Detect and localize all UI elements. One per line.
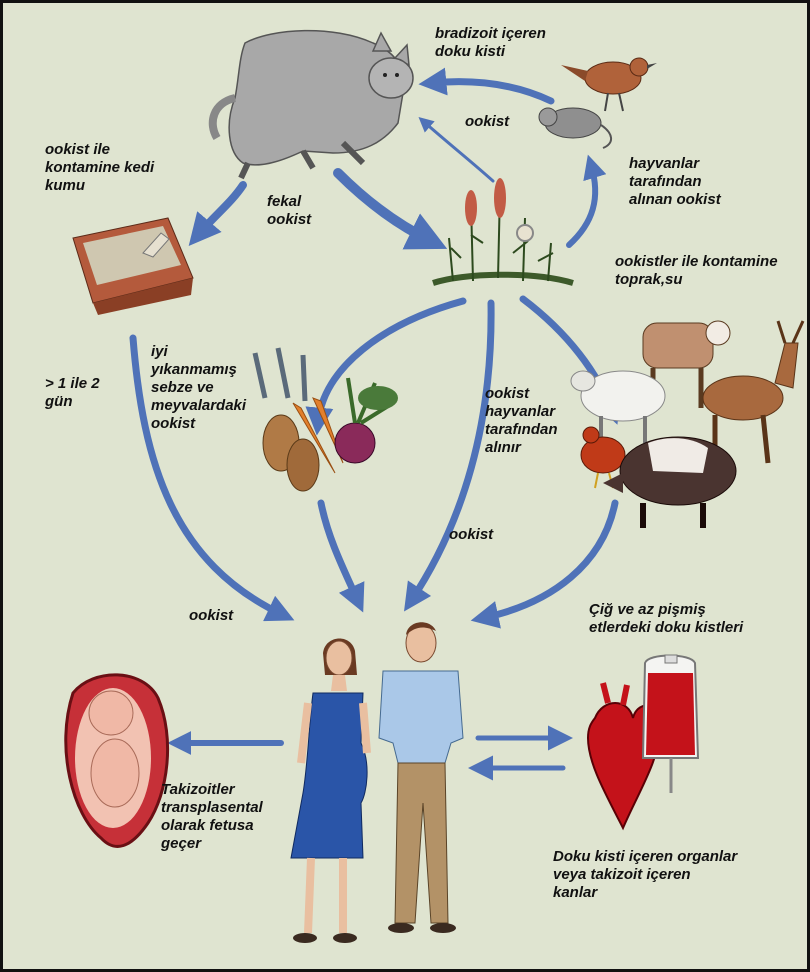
mouse-icon: [539, 108, 611, 148]
arrow-veg-to-human: [321, 503, 358, 601]
label-ookist-left: ookist: [189, 607, 233, 625]
arrow-to-cat-from-bird: [431, 82, 551, 101]
label-gun: > 1 ile 2 gün: [45, 375, 100, 411]
arrow-cat-to-plant: [338, 173, 431, 241]
plant-icon: [433, 178, 573, 283]
label-hayvan-ookist: hayvanlar tarafından alınan ookist: [629, 155, 721, 209]
blood-bag-icon: [643, 655, 698, 793]
label-takizoit-fetus: Takizoitler transplasental olarak fetusa…: [161, 781, 263, 853]
label-bradizoit-kist: bradizoit içeren doku kisti: [435, 25, 546, 61]
label-organ-kan: Doku kisti içeren organlar veya takizoit…: [553, 848, 737, 902]
cat-icon: [213, 31, 413, 178]
label-hayvanlar-alinir: ookist hayvanlar tarafından alınır: [485, 385, 558, 457]
fetus-icon: [66, 675, 168, 847]
arrow-plant-to-human: [411, 303, 491, 601]
label-ookist-mid: ookist: [449, 526, 493, 544]
arrow-cat-to-litter: [198, 185, 243, 235]
litter-box-icon: [73, 218, 193, 315]
label-cig-et: Çiğ ve az pişmiş etlerdeki doku kistleri: [589, 601, 743, 637]
vegetables-icon: [255, 348, 398, 491]
pregnant-woman-icon: [291, 638, 367, 943]
man-icon: [379, 622, 463, 933]
label-sebze-meyve: iyi yıkanmamış sebze ve meyvalardaki ook…: [151, 343, 246, 433]
label-fekal-ookist: fekal ookist: [267, 193, 311, 229]
label-toprak-su: ookistler ile kontamine toprak,su: [615, 253, 778, 289]
label-kedi-kumu: ookist ile kontamine kedi kumu: [45, 141, 154, 195]
arrow-plant-to-animals: [569, 165, 595, 245]
label-ookist-top: ookist: [465, 113, 509, 131]
bird-icon: [561, 58, 657, 111]
